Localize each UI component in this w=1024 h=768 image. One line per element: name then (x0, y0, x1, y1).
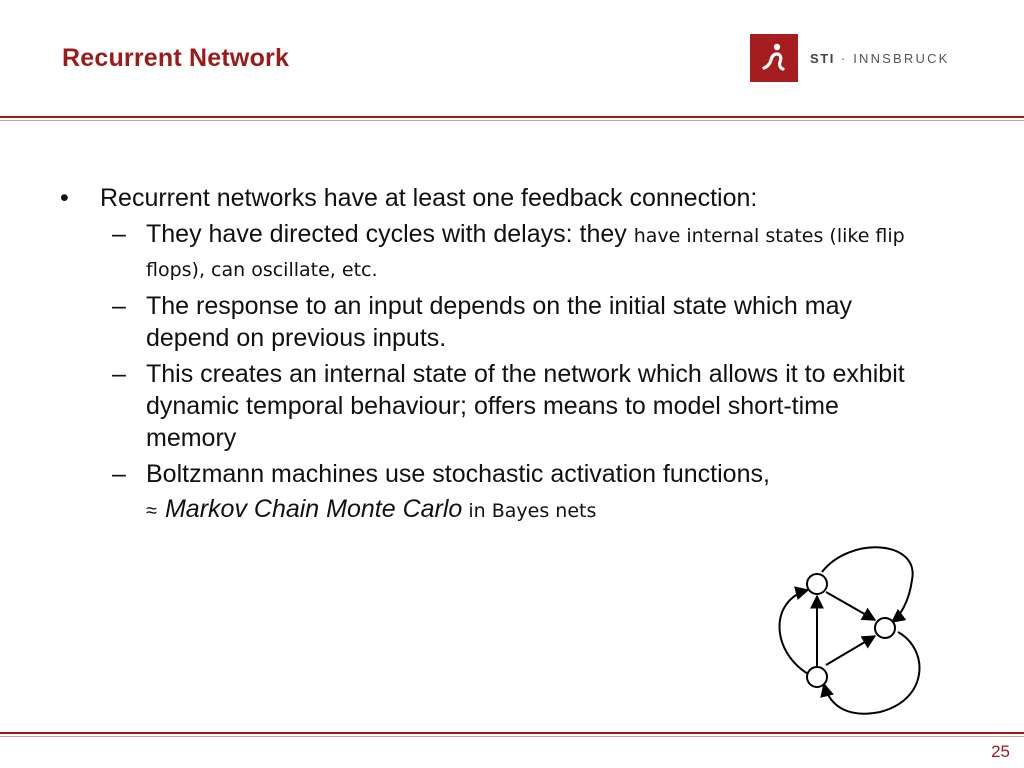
footer-divider (0, 732, 1024, 734)
node-top (806, 573, 828, 595)
sub-bullet-text: The response to an input depends on the … (146, 292, 852, 352)
dash-marker: – (112, 220, 126, 248)
recurrent-network-diagram (770, 540, 940, 720)
page-number: 25 (991, 742, 1010, 761)
logo-location: INNSBRUCK (853, 50, 950, 66)
logo-separator: · (835, 50, 854, 66)
sub-bullet-main: They have directed cycles with delays: t… (146, 220, 634, 248)
logo-brand: STI (810, 50, 836, 66)
bullet-text: Recurrent networks have at least one fee… (100, 184, 758, 212)
slide-title: Recurrent Network (62, 44, 290, 72)
sub-bullet-item: – This creates an internal state of the … (112, 358, 980, 454)
sub-bullet-text: They have directed cycles with delays: t… (146, 218, 936, 286)
edge-top-right (825, 591, 877, 621)
approx-symbol: ≈ (146, 500, 157, 522)
footer-divider-thin (0, 736, 1024, 737)
feedback-edge-left (778, 586, 810, 675)
slide-body: • Recurrent networks have at least one f… (60, 182, 980, 528)
sub-bullet-item: – Boltzmann machines use stochastic acti… (112, 458, 980, 490)
dash-marker: – (112, 460, 126, 488)
header-divider (0, 116, 1024, 118)
feedback-edge-bottom (820, 631, 921, 715)
sub-bullet-small: have internal states (like flip flops), … (146, 225, 905, 281)
sub-bullet-text: Boltzmann machines use stochastic activa… (146, 460, 770, 488)
node-right (874, 617, 896, 639)
approx-small: in Bayes nets (462, 500, 597, 522)
approx-italic: Markov Chain Monte Carlo (164, 495, 463, 523)
logo-wordmark: STI · INNSBRUCK (810, 51, 950, 66)
sub-bullet-item: – They have directed cycles with delays:… (112, 218, 980, 286)
bullet-item: • Recurrent networks have at least one f… (60, 182, 980, 214)
sti-innsbruck-logo: STI · INNSBRUCK (750, 34, 950, 82)
sub-bullet-text: This creates an internal state of the ne… (146, 360, 905, 452)
approx-line: ≈ Markov Chain Monte Carlo in Bayes nets (146, 492, 980, 528)
sub-bullet-item: – The response to an input depends on th… (112, 290, 980, 354)
feedback-edge-top (821, 546, 914, 623)
sti-logo-icon (750, 34, 798, 82)
edge-bottom-right (825, 635, 877, 666)
header-divider-thin (0, 120, 1024, 121)
dash-marker: – (112, 292, 126, 320)
node-bottom (806, 666, 828, 688)
dash-marker: – (112, 360, 126, 388)
bullet-marker: • (60, 184, 69, 212)
